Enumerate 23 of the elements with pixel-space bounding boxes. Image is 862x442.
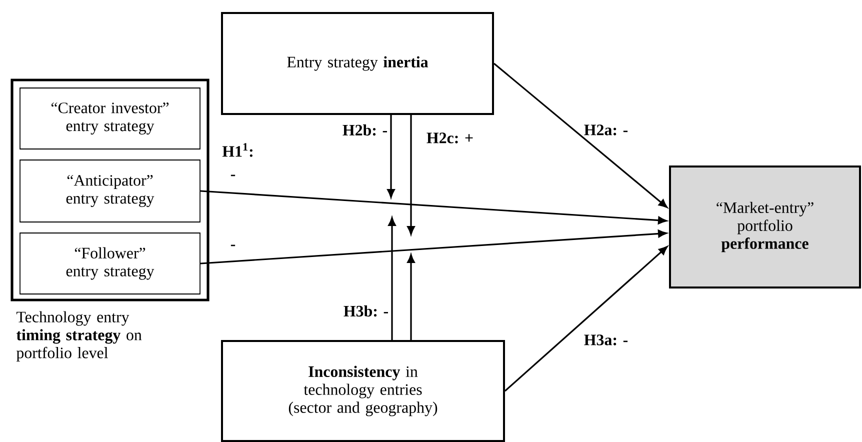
- edge-label: H3a: -: [582, 334, 630, 346]
- edge-label: H2a: -: [582, 124, 630, 136]
- construct-box: Inconsistency in technology entries (sector and geography): [221, 340, 505, 442]
- edge-label: -: [229, 174, 237, 180]
- hypothesis-label: H1$^{1}$:: [222, 143, 252, 157]
- arrow: [407, 115, 415, 235]
- arrow: [504, 246, 668, 392]
- edge-label: H3b: -: [342, 304, 390, 318]
- edge-label: H2b: -: [341, 123, 389, 137]
- arrow: [388, 217, 396, 340]
- strategy-box: “Anticipator” entry strategy: [20, 160, 200, 222]
- strategy-box: “Follower” entry strategy: [20, 232, 200, 294]
- construct-box: Entry strategy inertia: [221, 12, 494, 115]
- strategy-box: “Creator investor” entry strategy: [20, 88, 200, 150]
- outcome-box: “Market-entry” portfolio performance: [669, 166, 861, 288]
- arrow: [200, 190, 667, 224]
- arrow: [407, 254, 415, 340]
- arrow: [200, 230, 667, 264]
- arrow: [494, 62, 668, 208]
- group-caption: Technology entry timing strategy on portfolio level: [16, 311, 142, 362]
- edge-label: -: [229, 244, 237, 250]
- edge-label: H2c: +: [425, 132, 475, 144]
- arrow: [387, 115, 395, 198]
